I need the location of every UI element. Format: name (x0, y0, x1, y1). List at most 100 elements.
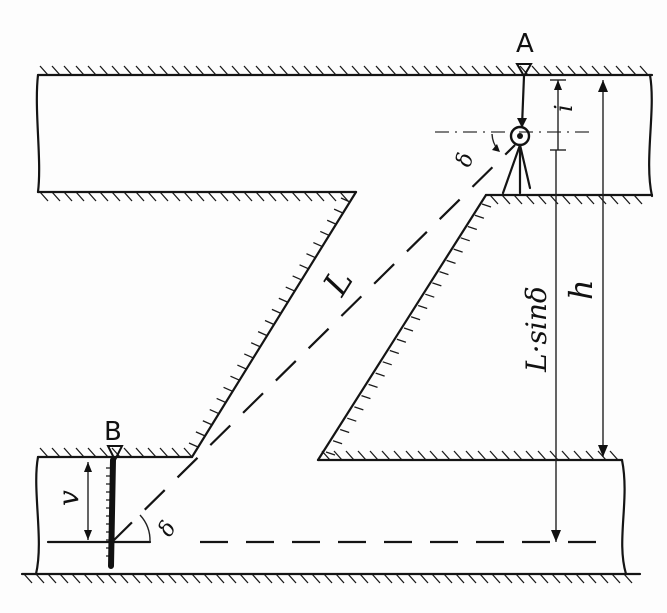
hatch-stroke (71, 573, 81, 584)
hatch-stroke (479, 573, 489, 584)
theodolite-center (517, 133, 523, 139)
point-b-marker (106, 445, 124, 463)
hatch-stroke (215, 573, 225, 584)
hatch-stroke (513, 450, 523, 461)
hatch-stroke (340, 197, 351, 203)
hatch-stroke (99, 191, 109, 202)
hatch-stroke (326, 219, 337, 225)
hatch-stroke (460, 237, 470, 242)
hatch-stroke (621, 194, 631, 205)
hatch-stroke (135, 447, 145, 458)
hatch-stroke (47, 573, 57, 584)
hatch-stroke (311, 573, 321, 584)
hatch-stroke (87, 191, 97, 202)
hatch-stroke (603, 65, 613, 76)
hatch-stroke (345, 450, 355, 461)
hatch-stroke (459, 65, 469, 76)
hatch-stroke (477, 450, 487, 461)
hatch-stroke (383, 573, 393, 584)
hatch-stroke (87, 65, 97, 76)
incline-left-wall (190, 190, 358, 459)
hatch-stroke (285, 286, 295, 292)
hatch-stroke (75, 65, 85, 76)
hatch-stroke (513, 194, 523, 205)
hatch-stroke (474, 214, 485, 219)
hatch-stroke (279, 65, 289, 76)
label-offset-bottom: v (52, 490, 85, 506)
hatch-stroke (291, 65, 301, 76)
hatch-stroke (567, 65, 577, 76)
hatch-stroke (563, 573, 573, 584)
hatch-stroke (255, 191, 265, 202)
hatch-stroke (135, 65, 145, 76)
lower-drift-left-break (34, 455, 40, 576)
hatch-stroke (183, 191, 193, 202)
hatch-stroke (403, 327, 414, 332)
hatch-stroke (525, 450, 535, 461)
upper-drift-floor-hatching-right (489, 194, 643, 205)
label-height: h (562, 279, 600, 300)
hatch-stroke (423, 65, 433, 76)
hatch-stroke (131, 573, 141, 584)
label-angle-top: δ (452, 150, 480, 169)
hatch-stroke (51, 191, 61, 202)
hatch-stroke (627, 65, 637, 76)
hatch-stroke (351, 65, 361, 76)
hatch-stroke (135, 191, 145, 202)
hatch-stroke (63, 65, 73, 76)
label-length: L (315, 262, 361, 303)
incline-right-wall-hatching (325, 203, 492, 456)
hatch-stroke (501, 450, 511, 461)
hatch-stroke (231, 65, 241, 76)
hatch-stroke (51, 447, 61, 458)
label-point-b: B (104, 417, 122, 447)
hatch-stroke (179, 573, 189, 584)
hatch-stroke (435, 65, 445, 76)
hatch-stroke (585, 194, 595, 205)
hatch-stroke (407, 573, 417, 584)
hatch-stroke (507, 65, 517, 76)
hatch-stroke (291, 191, 301, 202)
hatch-stroke (417, 450, 427, 461)
label-point-a: A (516, 29, 534, 59)
tripod-leg-right (518, 143, 532, 190)
hatch-stroke (59, 573, 69, 584)
hatch-stroke (453, 248, 463, 253)
hatch-stroke (441, 450, 451, 461)
hatch-stroke (639, 65, 649, 76)
hatch-stroke (99, 65, 109, 76)
hatch-stroke (219, 65, 229, 76)
lower-drift-right-break (620, 458, 628, 576)
angle-arrow-top-icon (492, 144, 500, 152)
hatch-stroke (411, 65, 421, 76)
hatch-stroke (483, 65, 493, 76)
hatch-stroke (239, 573, 249, 584)
hatch-stroke (419, 573, 429, 584)
hatch-stroke (375, 372, 385, 377)
hatch-stroke (543, 65, 553, 76)
hatch-stroke (195, 65, 205, 76)
hatch-stroke (591, 65, 601, 76)
hatch-stroke (332, 440, 343, 445)
hatch-stroke (432, 282, 442, 287)
hatch-stroke (481, 203, 492, 208)
hatch-stroke (539, 573, 549, 584)
label-projection: L·sinδ (520, 286, 553, 373)
hatch-stroke (278, 297, 289, 303)
hatch-stroke (339, 428, 350, 434)
label-angle-bottom: δ (154, 517, 182, 541)
hatch-stroke (287, 573, 297, 584)
hatch-stroke (299, 264, 309, 270)
hatch-stroke (171, 65, 181, 76)
sight-line (111, 144, 516, 543)
hatch-stroke (143, 573, 153, 584)
hatch-stroke (335, 573, 345, 584)
hatch-stroke (339, 191, 349, 202)
hatch-stroke (495, 65, 505, 76)
hatch-stroke (147, 191, 157, 202)
hatch-stroke (279, 191, 289, 202)
hatch-stroke (191, 573, 201, 584)
hatch-stroke (207, 191, 217, 202)
upper-drift-right-break (648, 73, 654, 198)
